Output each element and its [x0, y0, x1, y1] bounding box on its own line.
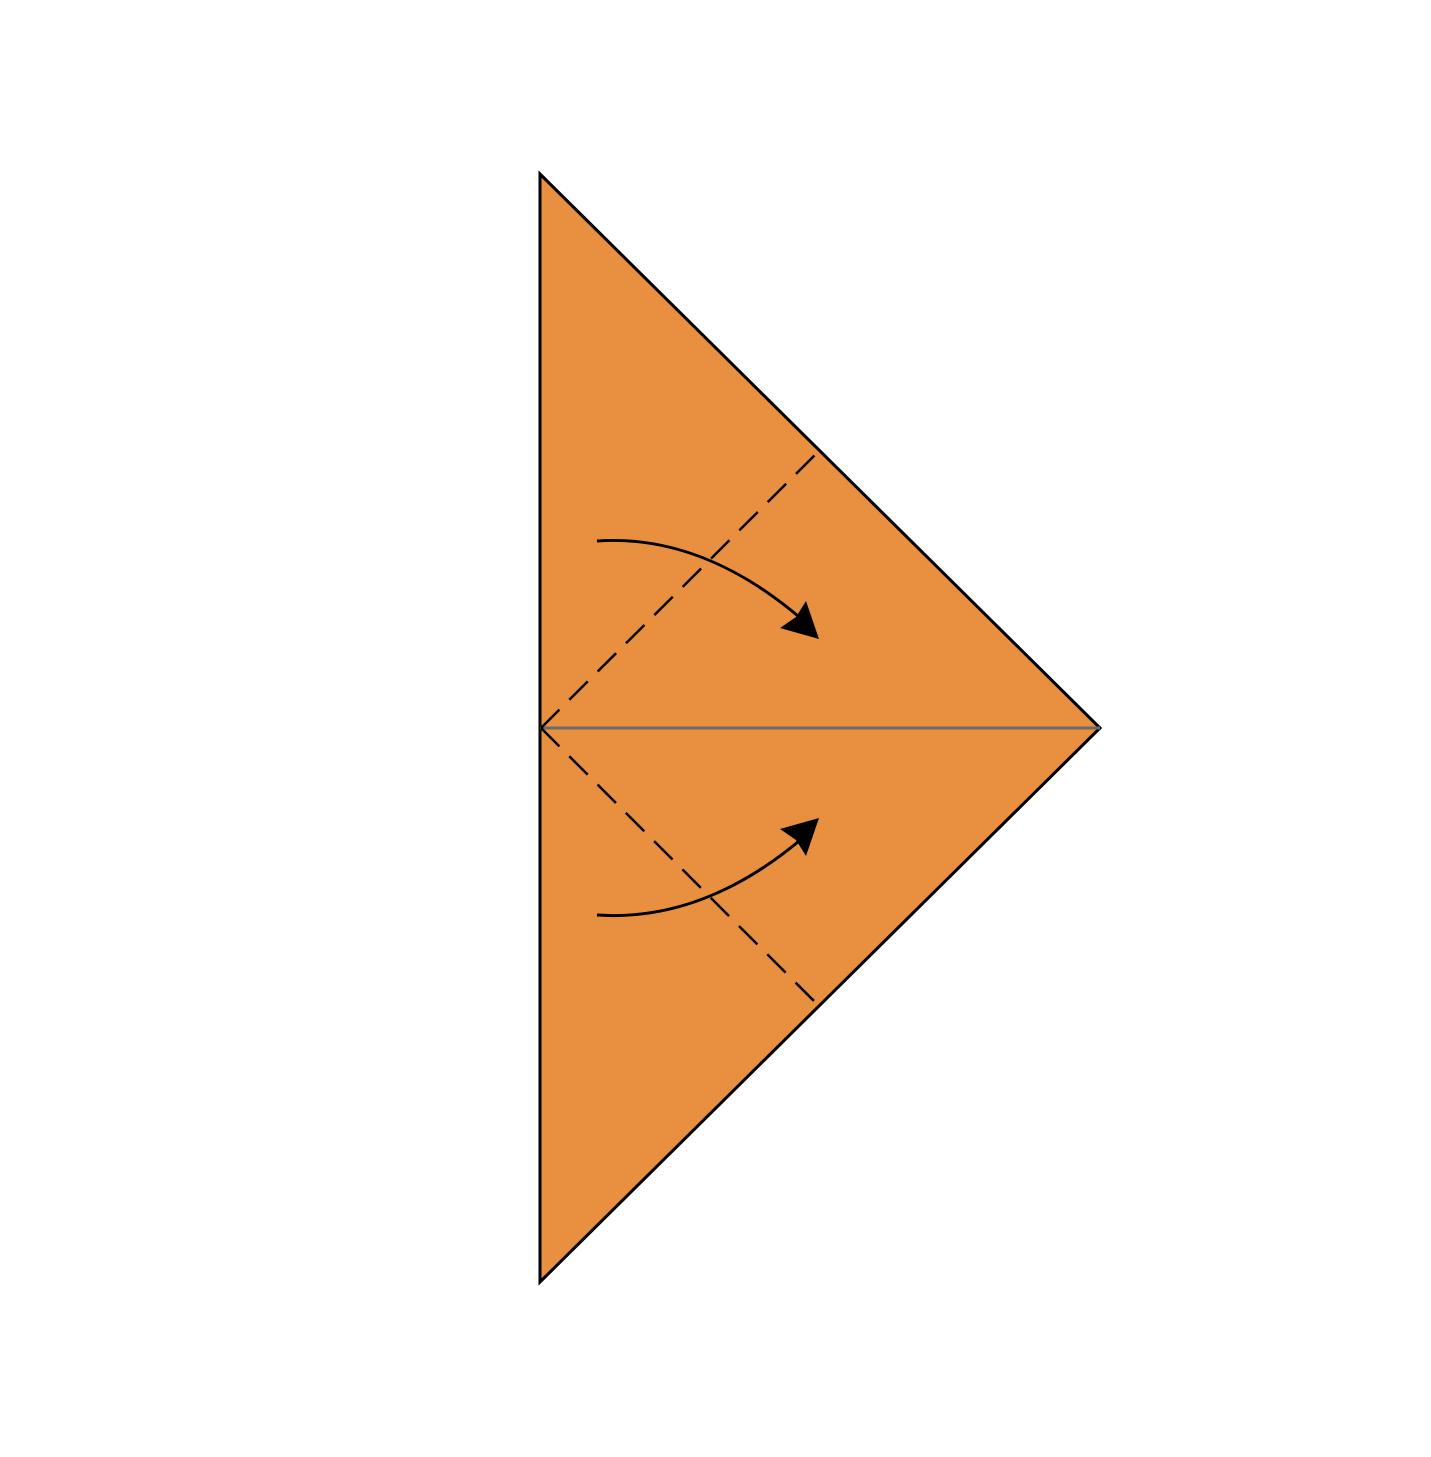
- upper-fold-arrow: [596, 538, 819, 639]
- lower-arrowhead: [780, 818, 819, 856]
- upper-valley-fold-line: [540, 451, 819, 729]
- upper-arrowhead: [780, 601, 819, 639]
- lower-valley-fold-line: [540, 727, 819, 1006]
- lower-fold-arrow: [596, 818, 819, 918]
